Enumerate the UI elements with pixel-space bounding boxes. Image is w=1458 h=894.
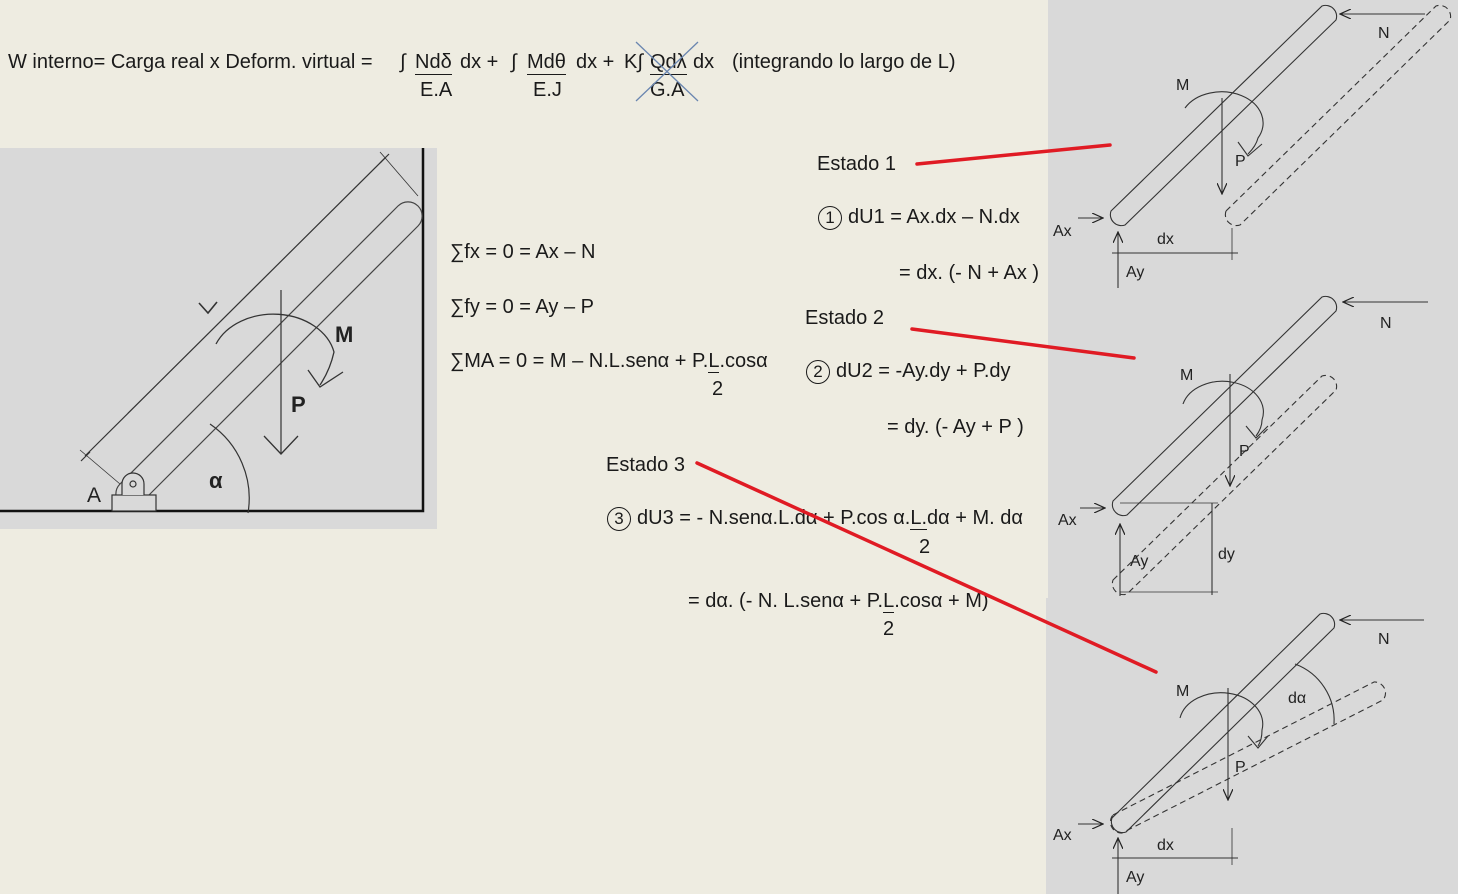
estado3-label-dx: dx	[1157, 837, 1174, 854]
estado2-number-badge: 2	[806, 359, 830, 384]
main-length-check-mark	[198, 301, 218, 315]
main-label-M: M	[335, 322, 353, 347]
equilibrium-fx: ∑fx = 0 = Ax – N	[450, 241, 596, 263]
estado1-label-Ay: Ay	[1126, 264, 1144, 281]
estado3-line2-pre: = dα. (- N. L.senα + P.	[688, 590, 884, 612]
formula-term1-integral: ∫	[400, 51, 406, 73]
estado1-line2: = dx. (- N + Ax )	[899, 262, 1040, 284]
estado3-line1: 3 dU3 = - N.senα.L.dα + P.cos α.L.dα + M.…	[607, 506, 1023, 531]
estado1-label-Ax: Ax	[1053, 223, 1072, 240]
estado1-diagram-panel	[1048, 0, 1458, 292]
estado1-label-dx: dx	[1157, 231, 1174, 248]
main-moment-arrow	[215, 313, 335, 386]
main-beam	[115, 201, 423, 509]
estado3-line1-L: L.	[910, 507, 928, 530]
estado2-line1: 2 dU2 = -Ay.dy + P.dy	[806, 359, 1011, 384]
formula-term1-dx: dx +	[460, 51, 499, 73]
main-beam-diagram	[0, 148, 425, 514]
main-label-A: A	[87, 484, 101, 507]
estado2-moment-arrow	[1182, 380, 1264, 437]
estado3-line2: = dα. (- N. L.senα + P.L.cosα + M)	[688, 589, 989, 613]
formula-term3-dx: dx	[693, 51, 715, 73]
formula-term2-integral: ∫	[511, 51, 517, 73]
estado3-number-badge: 3	[607, 506, 631, 531]
estado3-beam	[1110, 612, 1336, 834]
estado3-line1-post: dα + M. dα	[927, 507, 1023, 529]
estado3-moment-arrow	[1179, 692, 1264, 747]
estado1-beam	[1109, 4, 1338, 227]
estado2-label-M: M	[1180, 367, 1193, 384]
estado1-label-P: P	[1235, 153, 1246, 170]
estado2-label-N: N	[1380, 315, 1392, 332]
estado1-line1-text: dU1 = Ax.dx – N.dx	[848, 206, 1020, 228]
estado2-label-Ay: Ay	[1130, 553, 1148, 570]
estado3-label-M: M	[1176, 683, 1189, 700]
formula-term3-numerator: Qdλ	[650, 51, 687, 75]
estado2-beam	[1111, 295, 1338, 517]
estado1-label-M: M	[1176, 77, 1189, 94]
estado3-label-Ay: Ay	[1126, 869, 1144, 886]
estado3-line2-denominator: 2	[883, 618, 895, 640]
estado3-line1-denominator: 2	[919, 536, 931, 558]
estado3-dalpha-arc	[1294, 663, 1335, 725]
estado1-title: Estado 1	[817, 153, 896, 175]
equilibrium-ma-L: L	[708, 350, 720, 373]
estado2-label-dy: dy	[1218, 546, 1235, 563]
estado1-number-badge: 1	[818, 205, 842, 230]
estado3-line2-post: .cosα + M)	[894, 590, 989, 612]
estado2-beam-diagram	[1080, 295, 1428, 596]
connector-estado2	[910, 327, 1136, 360]
equilibrium-ma-denominator: 2	[712, 378, 724, 400]
estado3-line2-L: L	[883, 590, 895, 613]
estado3-title: Estado 3	[606, 454, 685, 476]
estado3-label-dalpha: dα	[1288, 690, 1306, 707]
main-label-alpha: α	[209, 468, 223, 493]
estado1-moment-arrow	[1184, 91, 1264, 155]
shear-term-cross-out	[635, 41, 699, 102]
formula-term3-denominator: G.A	[650, 79, 685, 101]
formula-term1-numerator: Ndδ	[415, 51, 452, 75]
estado3-rotated-beam	[1109, 681, 1387, 834]
estado1-label-N: N	[1378, 25, 1390, 42]
estado3-label-N: N	[1378, 631, 1390, 648]
formula-lhs: W interno= Carga real x Deform. virtual …	[8, 51, 373, 73]
estado2-diagram-panel	[1048, 292, 1458, 598]
main-diagram-panel	[0, 148, 437, 529]
equilibrium-ma-pre: ∑MA = 0 = M – N.L.senα + P.	[450, 350, 709, 372]
main-label-P: P	[291, 392, 306, 417]
estado2-line1-text: dU2 = -Ay.dy + P.dy	[836, 360, 1011, 382]
formula-term2-dx: dx +	[576, 51, 615, 73]
main-length-dimension-line	[84, 157, 386, 457]
estado3-label-Ax: Ax	[1053, 827, 1072, 844]
pin-base	[111, 494, 157, 512]
equilibrium-fy: ∑fy = 0 = Ay – P	[450, 296, 594, 318]
estado1-line1: 1 dU1 = Ax.dx – N.dx	[818, 205, 1020, 230]
estado3-label-P: P	[1235, 759, 1246, 776]
formula-term1-denominator: E.A	[420, 79, 453, 101]
connector-estado1	[915, 143, 1112, 166]
estado3-beam-diagram	[1078, 612, 1424, 894]
estado1-beam-diagram	[1078, 4, 1452, 288]
formula-term2-denominator: E.J	[533, 79, 562, 101]
equilibrium-ma: ∑MA = 0 = M – N.L.senα + P.L.cosα	[450, 349, 768, 373]
formula-term2-numerator: Mdθ	[527, 51, 566, 75]
estado2-displaced-beam	[1111, 374, 1338, 596]
estado3-line1-pre: dU3 = - N.senα.L.dα + P.cos α.	[637, 507, 911, 529]
estado2-label-Ax: Ax	[1058, 512, 1077, 529]
connector-lines	[695, 143, 1158, 674]
main-label-L: L	[0, 0, 1, 1]
formula-note: (integrando lo largo de L)	[732, 51, 956, 73]
pin-support	[121, 472, 145, 495]
estado1-displaced-beam	[1224, 4, 1452, 227]
estado2-line2: = dy. (- Ay + P )	[887, 416, 1024, 438]
equilibrium-ma-post: .cosα	[719, 350, 768, 372]
estado2-title: Estado 2	[805, 307, 884, 329]
estado2-label-P: P	[1239, 443, 1250, 460]
formula-term3-k-integral: K∫	[624, 51, 643, 73]
connector-estado3	[695, 461, 1158, 674]
main-angle-arc	[209, 423, 250, 514]
